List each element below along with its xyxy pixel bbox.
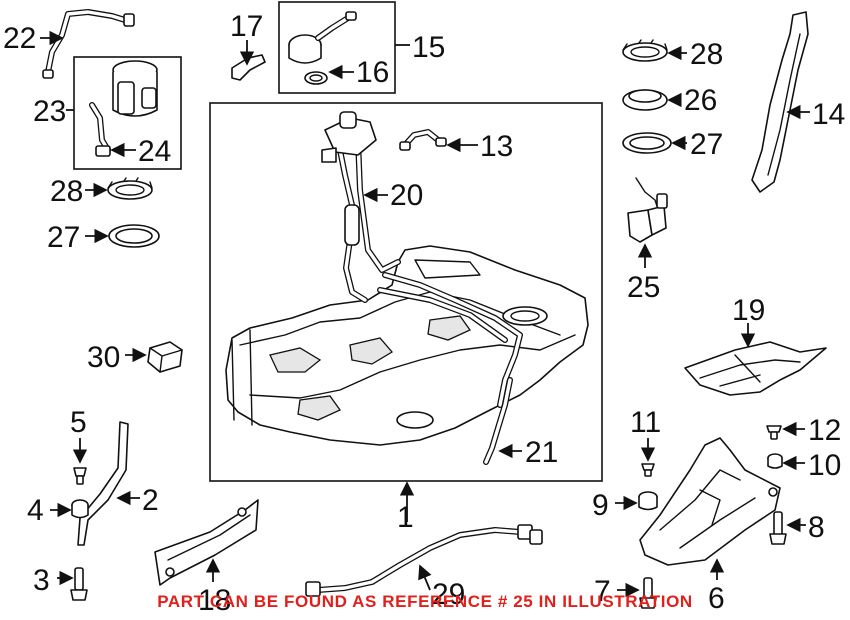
callout-6: 6: [708, 582, 725, 615]
heat-shield-19: [684, 341, 827, 396]
callout-7: 7: [594, 575, 611, 608]
callout-25: 25: [627, 271, 660, 304]
callout-22: 22: [3, 22, 36, 55]
callout-3: 3: [33, 564, 50, 597]
small-hose-drawing: [399, 129, 447, 151]
clip-drawing: [231, 54, 266, 81]
leader-lines: [40, 30, 810, 598]
bolt-5: [73, 467, 87, 485]
pump-group-box: [73, 56, 182, 170]
trim-strip-drawing: [751, 11, 809, 193]
cable-29: [305, 524, 543, 597]
lock-ring-right: [622, 39, 668, 62]
callout-2: 2: [142, 484, 159, 517]
callout-27-right: 27: [690, 128, 723, 161]
bushing-10: [767, 453, 783, 469]
fuel-hose-drawing: [42, 9, 135, 79]
part-reference-notice: PART CAN BE FOUND AS REFERENCE # 25 IN I…: [157, 592, 693, 611]
callout-4: 4: [27, 494, 44, 527]
callout-17: 17: [230, 10, 263, 43]
callout-24: 24: [138, 135, 171, 168]
ring-26: [622, 89, 668, 111]
filler-cap-drawing: [288, 11, 357, 85]
strap-2: [77, 421, 129, 546]
fuel-tank-drawing: [225, 245, 589, 446]
sender-unit-drawing: [627, 177, 668, 243]
callout-12: 12: [808, 414, 841, 447]
callout-30: 30: [87, 341, 120, 374]
callout-15: 15: [412, 31, 445, 64]
callout-21: 21: [525, 436, 558, 469]
bushing-4: [71, 499, 89, 519]
callout-13: 13: [480, 130, 513, 163]
cap-group-box: [278, 1, 396, 94]
callout-23: 23: [33, 95, 66, 128]
fuel-pump-drawing: [89, 60, 158, 157]
bolt-7: [639, 577, 657, 609]
callout-28-left: 28: [50, 175, 83, 208]
callout-18: 18: [198, 584, 231, 617]
bolt-3: [70, 567, 88, 601]
callout-14: 14: [812, 98, 845, 131]
callout-28-right: 28: [690, 38, 723, 71]
callout-19: 19: [732, 294, 765, 327]
tank-group-box: [209, 102, 603, 482]
bolt-8: [769, 511, 787, 545]
callout-29: 29: [432, 578, 465, 611]
callout-27-left: 27: [47, 221, 80, 254]
callout-26: 26: [684, 84, 717, 117]
callout-1: 1: [397, 501, 414, 534]
callout-20: 20: [390, 179, 423, 212]
bushing-9: [638, 491, 658, 511]
callout-8: 8: [808, 511, 825, 544]
callout-5: 5: [70, 406, 87, 439]
bolt-11: [641, 463, 655, 477]
heat-shield-6: [639, 437, 781, 566]
bolt-12: [766, 425, 782, 440]
callout-labels: 1 2 3 4 5 6 7 8 9 10 11 12 13 14 15 16 1…: [3, 10, 845, 617]
seal-ring-left: [108, 224, 160, 248]
filler-pipe-drawing: [321, 111, 401, 303]
bracket-18: [154, 499, 259, 586]
module-30: [147, 341, 183, 373]
lock-ring-left: [107, 177, 153, 200]
callout-9: 9: [592, 489, 609, 522]
callout-16: 16: [356, 56, 389, 89]
callout-11: 11: [630, 406, 661, 439]
seal-ring-right: [622, 132, 672, 154]
callout-10: 10: [808, 449, 841, 482]
